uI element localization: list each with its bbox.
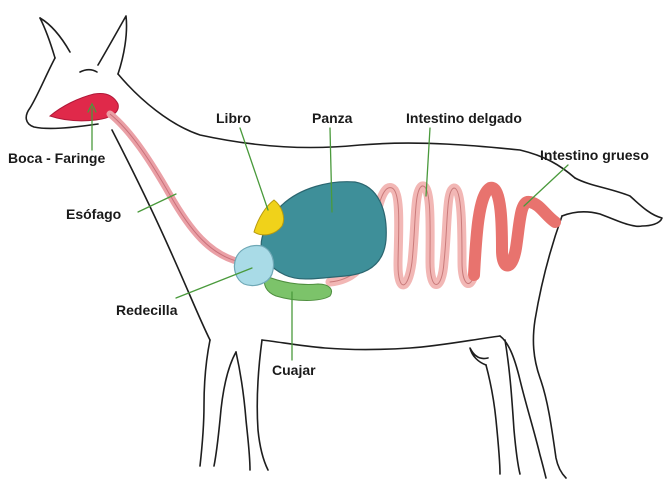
goat-front-leg — [257, 340, 268, 470]
label-panza: Panza — [312, 110, 352, 126]
leader-intestino-grueso — [524, 165, 568, 206]
goat-tail — [562, 178, 662, 226]
label-libro: Libro — [216, 110, 251, 126]
label-cuajar: Cuajar — [272, 362, 316, 378]
goat-rear-leg — [533, 216, 566, 478]
label-redecilla: Redecilla — [116, 302, 177, 318]
goat-eye — [80, 70, 97, 72]
leader-libro — [240, 128, 268, 210]
label-esofago: Esófago — [66, 206, 121, 222]
label-intestino-delgado: Intestino delgado — [406, 110, 522, 126]
esofago-organ — [110, 114, 240, 262]
redecilla-organ — [234, 246, 273, 286]
intestino-grueso-organ — [474, 188, 555, 275]
goat-ear-back — [40, 18, 70, 52]
cuajar-organ — [264, 276, 331, 301]
goat-belly — [262, 336, 500, 350]
leader-esofago — [138, 194, 176, 212]
label-boca-faringe: Boca - Faringe — [8, 150, 105, 166]
libro-organ — [254, 200, 284, 235]
goat-ear-front — [98, 16, 127, 74]
label-intestino-grueso: Intestino grueso — [540, 147, 649, 163]
goat-udder — [470, 348, 488, 365]
leader-redecilla — [176, 268, 252, 298]
goat-back — [118, 74, 575, 178]
panza-organ — [261, 182, 386, 279]
